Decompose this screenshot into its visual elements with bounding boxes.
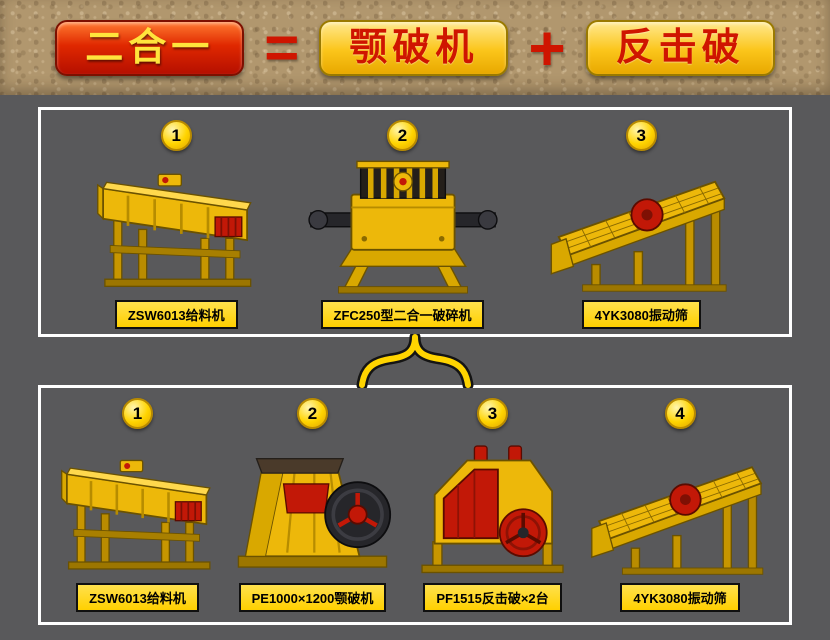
step-number-badge: 4 bbox=[664, 398, 696, 429]
equipment-item: 3 bbox=[549, 120, 734, 329]
impact-crusher-machine-icon bbox=[421, 445, 564, 574]
combo-crusher-machine-icon bbox=[307, 160, 498, 294]
result-box: 二合一 bbox=[55, 19, 245, 76]
feeder-machine-icon bbox=[61, 459, 211, 570]
equipment-item: 2 bbox=[230, 398, 395, 612]
equipment-item: 3 bbox=[410, 398, 575, 612]
split-brace-icon bbox=[356, 334, 474, 388]
operand2-label: 反击破 bbox=[615, 26, 745, 69]
step-number-badge: 3 bbox=[477, 398, 508, 429]
formula-banner: 二合一 = 颚破机 + 反击破 bbox=[0, 0, 830, 95]
equipment-item: 1 bbox=[96, 120, 256, 329]
machine-image bbox=[410, 432, 575, 577]
operand1-label: 颚破机 bbox=[349, 26, 479, 69]
equipment-item: 4 bbox=[590, 398, 770, 612]
equipment-label: 4YK3080振动筛 bbox=[581, 300, 701, 329]
feeder-machine-icon bbox=[97, 173, 252, 287]
result-label: 二合一 bbox=[85, 26, 215, 69]
vibrating-screen-machine-icon bbox=[550, 180, 727, 292]
equipment-label: ZSW6013给料机 bbox=[114, 300, 238, 329]
machine-image bbox=[549, 154, 734, 294]
equipment-label: PE1000×1200颚破机 bbox=[238, 583, 387, 612]
combo-crusher-line-panel: 1 bbox=[38, 107, 792, 337]
two-stage-line-panel: 1 bbox=[38, 385, 792, 625]
diagram-area: 1 bbox=[0, 95, 830, 625]
machine-image bbox=[307, 154, 498, 294]
equipment-label: ZSW6013给料机 bbox=[76, 583, 199, 612]
machine-image bbox=[590, 432, 770, 577]
machine-image bbox=[60, 432, 215, 577]
operand1-box: 颚破机 bbox=[319, 19, 509, 76]
machine-image bbox=[96, 154, 256, 294]
jaw-crusher-machine-icon bbox=[237, 458, 392, 568]
vibrating-screen-machine-icon bbox=[591, 466, 764, 575]
step-number-badge: 3 bbox=[625, 120, 657, 151]
operand2-box: 反击破 bbox=[585, 19, 775, 76]
machine-image bbox=[230, 432, 395, 577]
step-number-badge: 1 bbox=[122, 398, 153, 429]
step-number-badge: 2 bbox=[297, 398, 328, 429]
step-number-badge: 1 bbox=[160, 120, 192, 151]
equipment-label: ZFC250型二合一破碎机 bbox=[320, 300, 485, 329]
panel-gap bbox=[38, 334, 792, 388]
plus-sign: + bbox=[528, 11, 566, 84]
equipment-item: 2 bbox=[307, 120, 498, 329]
equipment-label: PF1515反击破×2台 bbox=[423, 583, 562, 612]
equipment-label: 4YK3080振动筛 bbox=[620, 583, 740, 612]
equals-sign: = bbox=[264, 13, 300, 81]
equipment-item: 1 bbox=[60, 398, 215, 612]
step-number-badge: 2 bbox=[387, 120, 418, 151]
